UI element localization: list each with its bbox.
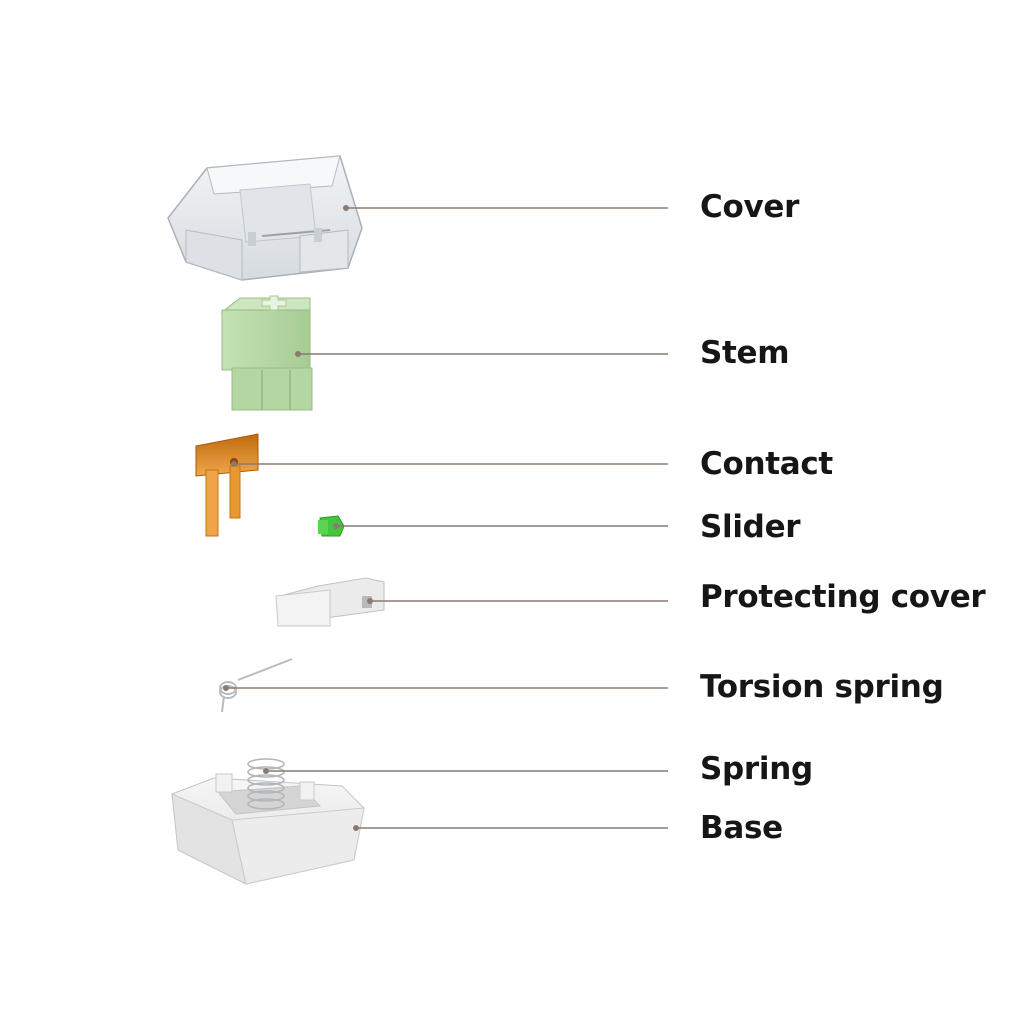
protecting-cover-part — [275, 577, 385, 627]
leader-lines — [223, 205, 668, 831]
leader-dot-cover — [343, 205, 349, 211]
label-slider: Slider — [700, 509, 801, 545]
torsion-spring-part — [219, 658, 293, 713]
contact-part — [195, 433, 259, 537]
leader-dot-protecting-cover — [367, 598, 373, 604]
leader-dot-spring — [263, 768, 269, 774]
cover-part — [167, 155, 363, 281]
label-spring: Spring — [700, 751, 813, 787]
stem-part — [220, 295, 313, 411]
label-protecting-cover: Protecting cover — [700, 579, 986, 615]
leader-dot-torsion-spring — [223, 685, 229, 691]
label-cover: Cover — [700, 189, 800, 225]
label-contact: Contact — [700, 446, 833, 482]
leader-dot-contact — [231, 461, 237, 467]
leader-dot-slider — [333, 523, 339, 529]
label-base: Base — [700, 810, 783, 846]
slider-part — [318, 515, 345, 537]
label-torsion-spring: Torsion spring — [700, 669, 944, 705]
leader-dot-stem — [295, 351, 301, 357]
label-stem: Stem — [700, 335, 790, 371]
leader-dot-base — [353, 825, 359, 831]
base-part — [171, 773, 365, 885]
